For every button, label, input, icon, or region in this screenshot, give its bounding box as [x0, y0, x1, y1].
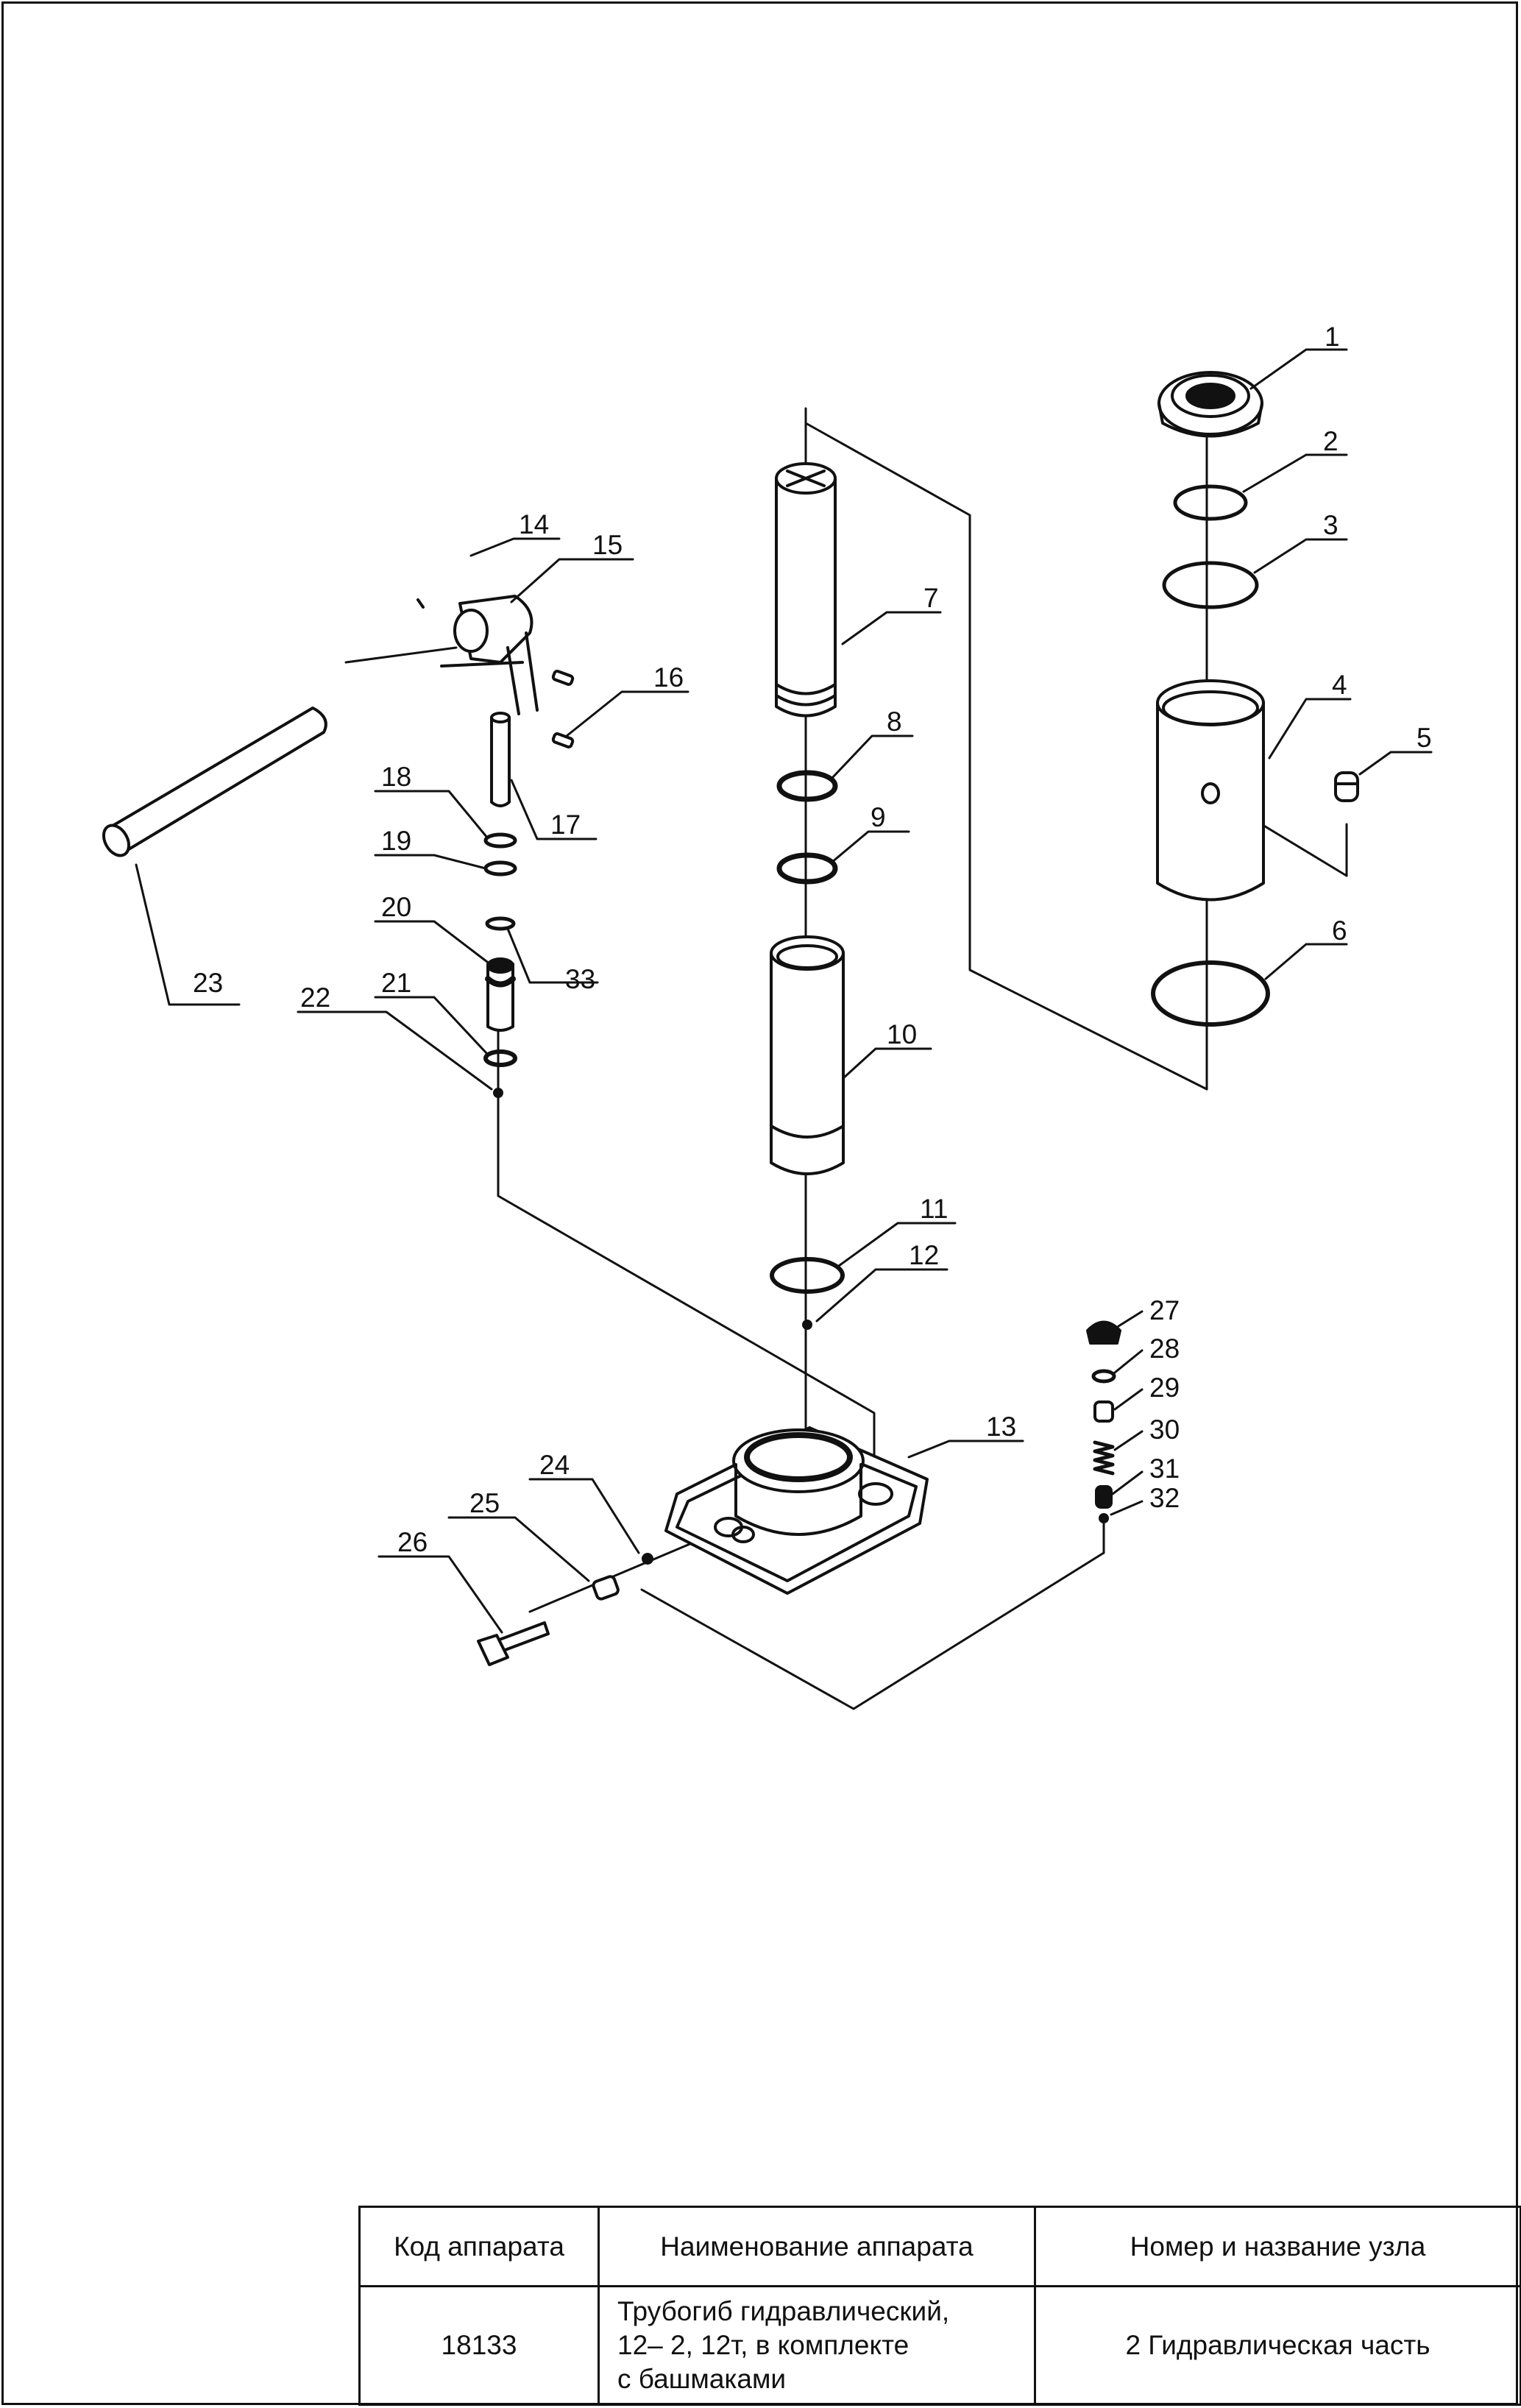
callout-2: 2 [1323, 426, 1339, 456]
part-25-bushing [592, 1575, 620, 1601]
callout-7: 7 [923, 583, 939, 613]
part-12-ball [802, 1320, 812, 1330]
assembly-value: 2 Гидравлическая часть [1034, 2285, 1521, 2406]
part-31-seat [1095, 1485, 1113, 1509]
part-33-ring [485, 916, 516, 931]
callout-24: 24 [539, 1450, 570, 1480]
part-1-nut [1157, 371, 1263, 438]
part-6-ring [1151, 960, 1270, 1027]
part-10-sleeve [770, 935, 845, 1175]
title-block-data-row: 18133 Трубогиб гидравлический, 12– 2, 12… [358, 2285, 1521, 2406]
device-name-value: Трубогиб гидравлический, 12– 2, 12т, в к… [598, 2285, 1036, 2406]
callout-18: 18 [381, 762, 411, 792]
part-5-plug [1334, 771, 1359, 802]
callout-23: 23 [193, 968, 223, 998]
callout-17: 17 [550, 810, 581, 840]
part-3-ring [1162, 561, 1259, 609]
part-16-pins [551, 670, 575, 748]
leader-lines [135, 348, 1433, 1634]
part-22-ball [493, 1088, 503, 1098]
callout-20: 20 [381, 892, 411, 922]
device-name-line-1: Трубогиб гидравлический, [617, 2295, 950, 2326]
part-7-piston [775, 462, 837, 718]
part-2-ring [1173, 484, 1248, 521]
part-21-ring [483, 1049, 517, 1067]
callout-1: 1 [1325, 322, 1340, 352]
callout-labels: 1 2 3 4 5 6 7 8 9 10 11 12 13 14 15 16 1… [193, 322, 1432, 1557]
callout-8: 8 [887, 707, 902, 737]
part-14-pin [416, 598, 425, 609]
callout-4: 4 [1332, 670, 1347, 700]
part-19-ring [483, 860, 517, 877]
part-30-spring [1093, 1440, 1115, 1476]
header-device-name: Наименование аппарата [598, 2206, 1036, 2287]
part-24-ball [642, 1553, 653, 1565]
part-29-nut [1093, 1400, 1114, 1423]
device-name-line-2: 12– 2, 12т, в комплекте [617, 2329, 910, 2360]
callout-5: 5 [1417, 723, 1432, 753]
callout-3: 3 [1323, 510, 1339, 540]
assembly-lines [344, 407, 1348, 1710]
callout-28: 28 [1149, 1334, 1180, 1364]
part-8-ring [776, 770, 838, 802]
callout-33: 33 [565, 964, 595, 994]
callout-13: 13 [986, 1412, 1016, 1442]
callout-14: 14 [519, 509, 549, 539]
title-block-header-row: Код аппарата Наименование аппарата Номер… [358, 2206, 1521, 2287]
callout-19: 19 [381, 826, 411, 856]
callout-32: 32 [1149, 1483, 1180, 1513]
callout-15: 15 [592, 530, 623, 560]
callout-11: 11 [920, 1194, 948, 1224]
part-23-handle [102, 707, 327, 857]
part-26-release-screw [477, 1621, 550, 1666]
part-27-cap [1086, 1320, 1121, 1345]
callout-12: 12 [909, 1240, 939, 1270]
part-20-pump-sleeve [485, 957, 516, 1032]
callout-22: 22 [300, 982, 330, 1013]
callout-27: 27 [1149, 1295, 1180, 1325]
callout-21: 21 [381, 968, 411, 998]
part-13-base [664, 1426, 929, 1595]
part-9-ring [776, 852, 838, 885]
callout-6: 6 [1332, 916, 1347, 946]
part-17-plunger [490, 712, 511, 807]
callout-16: 16 [653, 662, 684, 693]
callout-10: 10 [887, 1019, 917, 1049]
callout-31: 31 [1149, 1453, 1180, 1484]
callout-25: 25 [469, 1488, 500, 1518]
device-code-value: 18133 [358, 2285, 600, 2406]
callout-30: 30 [1149, 1414, 1180, 1445]
callout-29: 29 [1149, 1373, 1180, 1403]
part-15-lever [440, 595, 539, 715]
header-device-code: Код аппарата [358, 2206, 600, 2287]
callout-9: 9 [871, 802, 886, 832]
part-4-cylinder [1156, 679, 1265, 902]
header-assembly: Номер и название узла [1034, 2206, 1521, 2287]
part-28-washer [1091, 1369, 1116, 1384]
device-name-line-3: с башмаками [617, 2364, 787, 2395]
callout-26: 26 [397, 1527, 428, 1557]
part-11-ring [770, 1257, 845, 1294]
title-block-table: Код аппарата Наименование аппарата Номер… [358, 2206, 1521, 2406]
part-32-ball [1099, 1513, 1109, 1523]
part-18-ring [483, 832, 517, 849]
